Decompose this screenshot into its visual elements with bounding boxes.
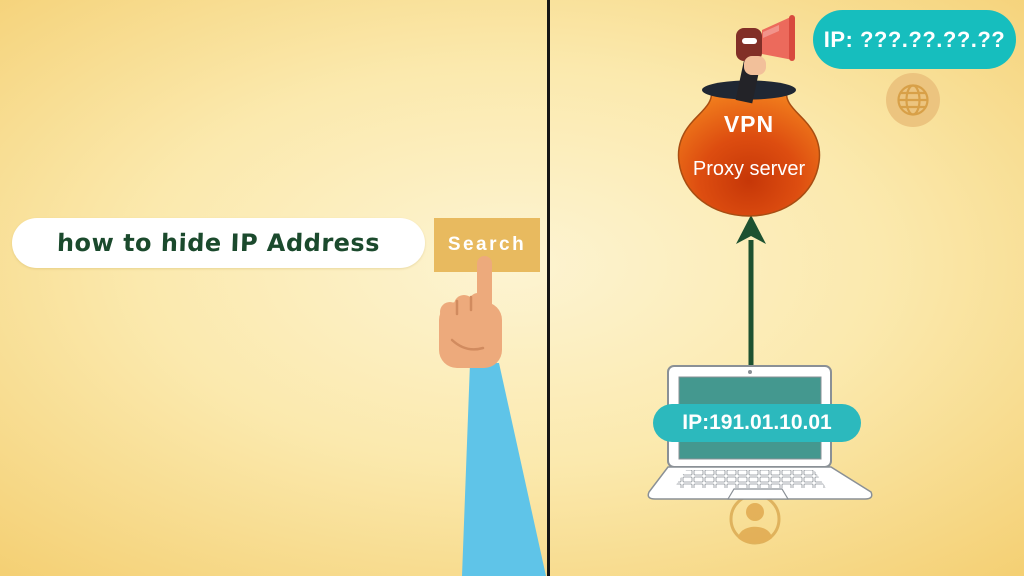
search-input[interactable]: how to hide IP Address	[12, 218, 425, 268]
webcam-dot	[748, 370, 752, 374]
keyboard	[674, 470, 826, 488]
vpn-pot	[677, 80, 821, 217]
device-ip-text: IP:191.01.10.01	[682, 411, 832, 434]
masked-ip-bubble: IP: ???.??.??.??	[813, 10, 1016, 69]
panel-divider	[547, 0, 550, 576]
up-arrow-icon	[736, 215, 766, 367]
device-ip-badge: IP:191.01.10.01	[653, 404, 861, 442]
masked-ip-text: IP: ???.??.??.??	[823, 26, 1006, 52]
search-button-label: Search	[447, 234, 527, 255]
vpn-label: VPN	[723, 111, 775, 137]
pointing-hand-icon	[439, 256, 546, 576]
user-icon	[729, 493, 781, 545]
megaphone-icon	[735, 15, 795, 104]
trackpad	[726, 488, 790, 500]
sleeve	[462, 363, 546, 576]
search-query-text: how to hide IP Address	[56, 229, 381, 257]
proxy-server-label: Proxy server	[692, 158, 806, 180]
globe-icon	[886, 73, 940, 127]
search-button[interactable]: Search	[434, 218, 540, 272]
